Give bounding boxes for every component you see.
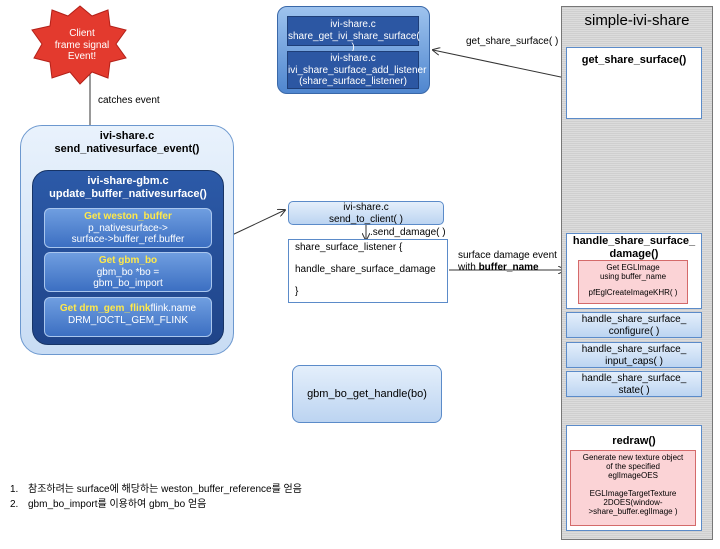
egl-line: Get EGLImage <box>606 263 660 272</box>
box-line: DRM_IOCTL_GEM_FLINK <box>67 314 189 326</box>
get-eglimage-box: Get EGLImage using buffer_name pfEglCrea… <box>578 260 688 304</box>
label-prefix: with <box>458 262 479 273</box>
to-send-client-arrow <box>231 210 285 236</box>
note-number: 2. <box>10 498 19 510</box>
title-line: update_buffer_nativesurface() <box>49 187 207 200</box>
box-heading: Get gbm_bo <box>98 255 158 266</box>
note-text: 참조하려는 surface에 해당하는 weston_buffer_refere… <box>28 484 302 495</box>
handle-state-box: handle_share_surface_ state( ) <box>566 371 702 397</box>
label-line: surface damage event <box>458 250 557 261</box>
gbm-bo-get-handle-box: gbm_bo_get_handle(bo) <box>292 365 442 423</box>
box-line: state( ) <box>618 384 650 396</box>
get-drm-gem-flink-box: Get drm_gem_flinkflink.name DRM_IOCTL_GE… <box>44 297 212 337</box>
egl-line: using buffer_name <box>599 272 667 282</box>
redraw-line: 2DOES(window- <box>603 497 663 507</box>
note-item: 1. 참조하려는 surface에 해당하는 weston_buffer_refe… <box>10 483 302 498</box>
starburst-line: frame signal <box>54 39 110 51</box>
redraw-line: eglImageOES <box>608 471 658 481</box>
send-to-client-box: ivi-share.c send_to_client( ) <box>288 201 444 225</box>
get-weston-buffer-box: Get weston_buffer p_nativesurface-> surf… <box>44 208 212 248</box>
share-surface-listener-box: share_surface_listener { handle_share_su… <box>288 239 448 303</box>
redraw-line: of the specified <box>606 462 660 472</box>
box-line: gbm_bo *bo = <box>96 266 160 278</box>
box-line: configure( ) <box>608 325 660 337</box>
egl-line: pfEglCreateImageKHR( ) <box>588 288 678 298</box>
starburst-label: Client frame signal Event! <box>40 28 124 63</box>
box-line: gbm_bo_import <box>93 278 163 289</box>
box-line: handle_share_surface_damage <box>295 264 436 275</box>
note-number: 1. <box>10 484 19 495</box>
redraw-line <box>571 481 695 489</box>
box-line: share_surface_listener { <box>295 242 403 253</box>
share-get-ivi-share-surface-box: ivi-share.c share_get_ivi_share_surface(… <box>287 16 420 53</box>
handle-input-caps-box: handle_share_surface_ input_caps( ) <box>566 342 702 368</box>
box-line: surface->buffer_ref.buffer <box>71 234 185 245</box>
box-line: handle_share_surface_ <box>581 314 687 325</box>
title-line: ivi-share.c <box>99 130 155 142</box>
surface-add-listener-box: ivi-share.c ivi_share_surface_add_listen… <box>287 51 427 89</box>
note-item: 2. gbm_bo_import를 이용하여 gbm_bo 얻음 <box>10 498 302 513</box>
title-line: damage() <box>609 247 659 260</box>
redraw-line: Generate new texture object <box>582 453 684 462</box>
box-line <box>295 276 441 286</box>
client-event-starburst <box>31 5 127 85</box>
simple-ivi-share-title: simple-ivi-share <box>584 12 690 29</box>
get-share-surface-arrow <box>433 50 576 81</box>
update-buffer-nativesurface-title: ivi-share-gbm.c update_buffer_nativesurf… <box>32 175 224 200</box>
get-share-surface-box: get_share_surface() <box>566 47 702 119</box>
title-line: handle_share_surface_ <box>572 235 696 247</box>
notes-list: 1. 참조하려는 surface에 해당하는 weston_buffer_refe… <box>10 483 302 512</box>
box-heading: Get drm_gem_flink <box>59 303 151 314</box>
get-gbm-bo-box: Get gbm_bo gbm_bo *bo = gbm_bo_import <box>44 252 212 292</box>
box-line: input_caps( ) <box>605 355 663 367</box>
box-heading: Get weston_buffer <box>84 211 172 222</box>
box-line: } <box>295 286 299 297</box>
handle-damage-title: handle_share_surface_ damage() <box>566 235 702 260</box>
starburst-line: Event! <box>67 51 97 62</box>
note-text: gbm_bo_import를 이용하여 gbm_bo 얻음 <box>28 498 207 510</box>
generate-texture-box: Generate new texture object of the speci… <box>570 450 696 526</box>
box-line: send_to_client( ) <box>329 213 403 225</box>
title-line: ivi-share-gbm.c <box>87 175 169 187</box>
redraw-line: EGLImageTargetTexture <box>589 488 677 498</box>
box-line: ivi-share.c <box>343 202 389 213</box>
redraw-title: redraw() <box>612 435 656 447</box>
surface-damage-label: surface damage event with buffer_name <box>458 250 557 274</box>
starburst-line: Client <box>69 28 95 39</box>
catches-event-label: catches event <box>98 95 160 106</box>
redraw-line: >share_buffer.eglImage ) <box>588 506 678 516</box>
send-damage-label: .send_damage( ) <box>370 227 446 238</box>
handle-configure-box: handle_share_surface_ configure( ) <box>566 312 702 338</box>
get-share-surface-arrow-label: get_share_surface( ) <box>466 36 559 47</box>
label-line: with buffer_name <box>458 262 557 274</box>
title-line: send_nativesurface_event() <box>54 142 200 155</box>
box-line: (share_surface_listener) <box>299 76 407 87</box>
label-bold: buffer_name <box>478 262 539 273</box>
flink-heading-row: Get drm_gem_flinkflink.name <box>45 303 211 315</box>
box-line: ivi-share.c <box>330 53 376 64</box>
box-line: ivi_share_surface_add_listener <box>288 64 427 76</box>
box-line: ivi-share.c <box>330 19 376 30</box>
box-line: p_nativesurface-> <box>88 222 168 234</box>
box-line <box>295 254 441 264</box>
send-nativesurface-event-title: ivi-share.c send_nativesurface_event() <box>20 130 234 155</box>
box-line: handle_share_surface_ <box>581 344 687 355</box>
box-heading-tail: flink.name <box>150 303 197 314</box>
box-line: share_get_ivi_share_surface( ) <box>288 30 420 54</box>
box-line: handle_share_surface_ <box>581 373 687 384</box>
egl-line <box>579 281 687 288</box>
